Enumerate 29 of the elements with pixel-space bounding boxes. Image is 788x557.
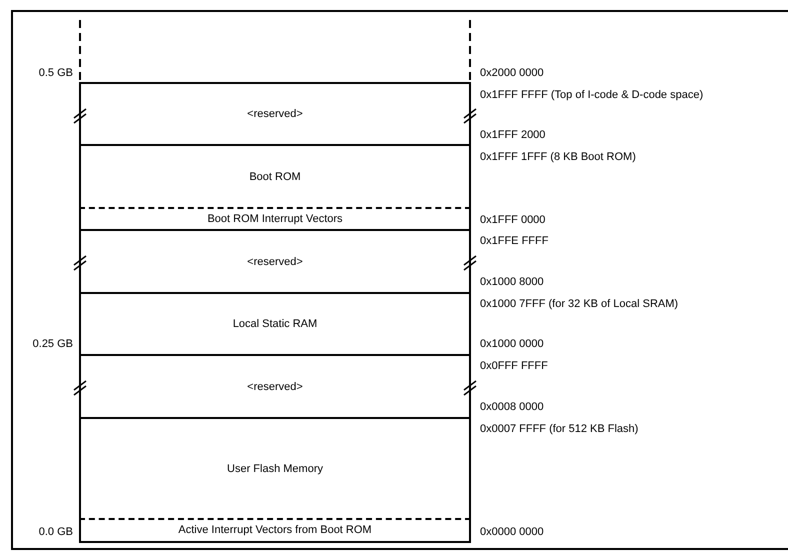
address-label: 0x0000 0000 xyxy=(480,525,544,539)
address-label: 0x1000 0000 xyxy=(480,337,544,351)
address-label: 0x2000 0000 xyxy=(480,66,544,80)
address-label: 0x1000 8000 xyxy=(480,275,544,289)
address-label: 0x1FFF 2000 xyxy=(480,128,546,142)
region-label: <reserved> xyxy=(247,382,303,392)
memory-region xyxy=(79,207,471,230)
size-label: 0.25 GB xyxy=(32,337,73,351)
memory-region xyxy=(79,292,471,355)
region-label: <reserved> xyxy=(247,109,303,120)
region-label: Boot ROM Interrupt Vectors xyxy=(207,214,343,225)
address-label: 0x1FFE FFFF xyxy=(480,234,548,248)
address-label: 0x1FFF 1FFF (8 KB Boot ROM) xyxy=(480,150,636,164)
size-label: 0.5 GB xyxy=(38,66,73,80)
address-label: 0x1000 7FFF (for 32 KB of Local SRAM) xyxy=(480,297,678,311)
address-label: 0x0FFF FFFF xyxy=(480,359,548,373)
address-label: 0x1FFF 0000 xyxy=(480,213,546,227)
address-label: 0x1FFF FFFF (Top of I-code & D-code space) xyxy=(480,88,704,102)
region-label: User Flash Memory xyxy=(227,464,323,474)
region-label: <reserved> xyxy=(247,256,303,268)
size-label: 0.0 GB xyxy=(38,525,73,539)
memory-region xyxy=(79,417,471,519)
memory-region xyxy=(79,518,471,543)
region-label: Local Static RAM xyxy=(232,319,318,330)
address-label: 0x0008 0000 xyxy=(480,400,544,414)
memory-region xyxy=(79,144,471,208)
region-label: Active Interrupt Vectors from Boot ROM xyxy=(178,525,372,536)
region-label: Boot ROM xyxy=(249,172,301,182)
address-label: 0x0007 FFFF (for 512 KB Flash) xyxy=(480,422,638,436)
